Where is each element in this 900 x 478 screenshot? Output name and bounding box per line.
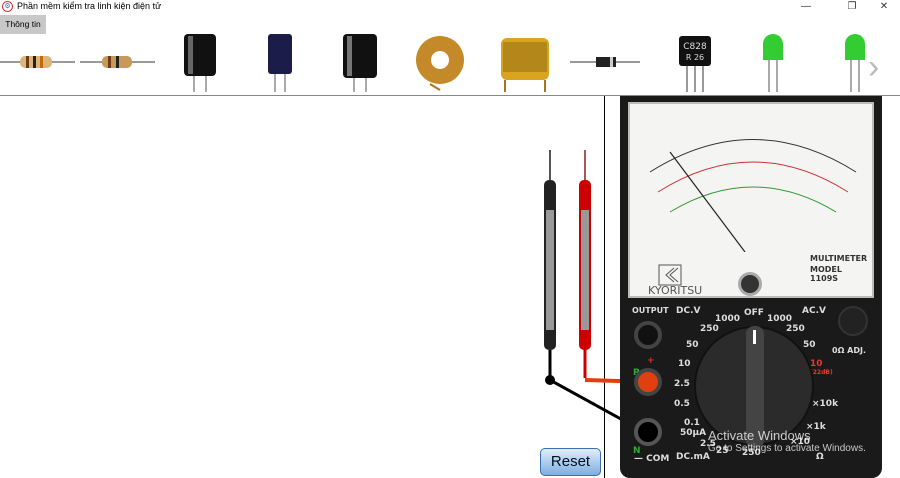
watermark-line1: Activate Windows bbox=[708, 428, 811, 443]
acv-1000: 1000 bbox=[767, 314, 793, 324]
dcv-10: 10 bbox=[678, 359, 691, 369]
dcma-25: 25 bbox=[716, 446, 729, 456]
divider bbox=[604, 96, 605, 478]
brand: KYORITSU bbox=[648, 284, 703, 297]
off-label: OFF bbox=[744, 308, 764, 318]
svg-text:C828: C828 bbox=[683, 42, 707, 52]
led-green-2[interactable] bbox=[840, 32, 870, 92]
com-jack[interactable] bbox=[634, 418, 662, 446]
plus-label: + bbox=[647, 356, 655, 366]
model-line2: MODEL 1109S bbox=[810, 265, 842, 283]
title-bar: ⚙ Phần mềm kiểm tra linh kiện điện tử — … bbox=[0, 0, 900, 14]
reset-button[interactable]: Reset bbox=[540, 448, 601, 476]
positive-jack[interactable] bbox=[634, 368, 662, 396]
watermark-line2: Go to Settings to activate Windows. bbox=[708, 443, 866, 454]
resistor-1[interactable] bbox=[0, 32, 75, 92]
dcv-250: 250 bbox=[700, 324, 719, 334]
capacitor-100uF[interactable] bbox=[265, 32, 295, 92]
db-label: (22dB) bbox=[810, 369, 833, 376]
maximize-button[interactable]: ❐ bbox=[847, 1, 857, 12]
capacitor-2200uF[interactable] bbox=[340, 32, 380, 92]
dcv-50: 50 bbox=[686, 340, 699, 350]
window-title: Phần mềm kiểm tra linh kiện điện tử bbox=[17, 1, 162, 11]
model-line1: MULTIMETER bbox=[810, 254, 868, 263]
dcv-0.5: 0.5 bbox=[674, 399, 690, 409]
zero-adjust-screw[interactable] bbox=[738, 272, 762, 296]
com-label: — COM bbox=[634, 454, 670, 464]
info-button[interactable]: Thông tin bbox=[0, 15, 46, 34]
dcv-50ua: 50µA bbox=[680, 428, 707, 438]
chevron-right-icon[interactable]: › bbox=[868, 48, 880, 86]
dcma-label: DC.mA bbox=[676, 452, 710, 462]
meter-face: KYORITSU MULTIMETER MODEL 1109S bbox=[628, 102, 874, 298]
ohm-label: Ω bbox=[816, 452, 824, 462]
ohm-x10: ×10 bbox=[790, 437, 811, 447]
minimize-button[interactable]: — bbox=[801, 1, 811, 12]
range-selector-knob[interactable] bbox=[694, 326, 814, 448]
ohm-x10k: ×10k bbox=[812, 399, 839, 409]
ohm-x1k: ×1k bbox=[806, 422, 826, 432]
acv-50: 50 bbox=[803, 340, 816, 350]
zero-adj-label: 0Ω ADJ. bbox=[832, 346, 866, 355]
zero-ohm-adjust-knob[interactable] bbox=[838, 306, 868, 336]
resistor-2[interactable] bbox=[80, 32, 155, 92]
output-jack[interactable] bbox=[634, 321, 662, 349]
multimeter: KYORITSU MULTIMETER MODEL 1109S OUTPUT D… bbox=[620, 96, 882, 478]
led-green-1[interactable] bbox=[758, 32, 788, 92]
needle bbox=[669, 151, 746, 252]
toroid-inductor[interactable] bbox=[410, 32, 470, 92]
inductor[interactable] bbox=[495, 32, 555, 92]
test-probes[interactable] bbox=[530, 150, 670, 450]
dcma-2.5: 2.5 bbox=[700, 439, 716, 449]
kyoritsu-logo-icon bbox=[658, 264, 682, 286]
capacitor-470uF[interactable] bbox=[180, 32, 220, 92]
dcv-label: DC.V bbox=[676, 306, 701, 316]
acv-250: 250 bbox=[786, 324, 805, 334]
dcv-2.5: 2.5 bbox=[674, 379, 690, 389]
app-icon: ⚙ bbox=[2, 1, 13, 12]
meter-scale bbox=[649, 139, 857, 252]
svg-text:R 26: R 26 bbox=[686, 53, 704, 62]
dcv-1000: 1000 bbox=[715, 314, 741, 324]
dcv-0.1: 0.1 bbox=[684, 418, 700, 428]
acv-label: AC.V bbox=[802, 306, 826, 316]
acv-10: 10 bbox=[810, 359, 823, 369]
output-label: OUTPUT bbox=[632, 306, 669, 315]
n-label: N bbox=[633, 446, 641, 456]
windows-activation-watermark: Activate Windows Go to Settings to activ… bbox=[708, 428, 866, 454]
close-button[interactable]: ✕ bbox=[879, 1, 889, 12]
diode[interactable] bbox=[570, 32, 640, 92]
dcma-250: 250 bbox=[742, 448, 761, 458]
